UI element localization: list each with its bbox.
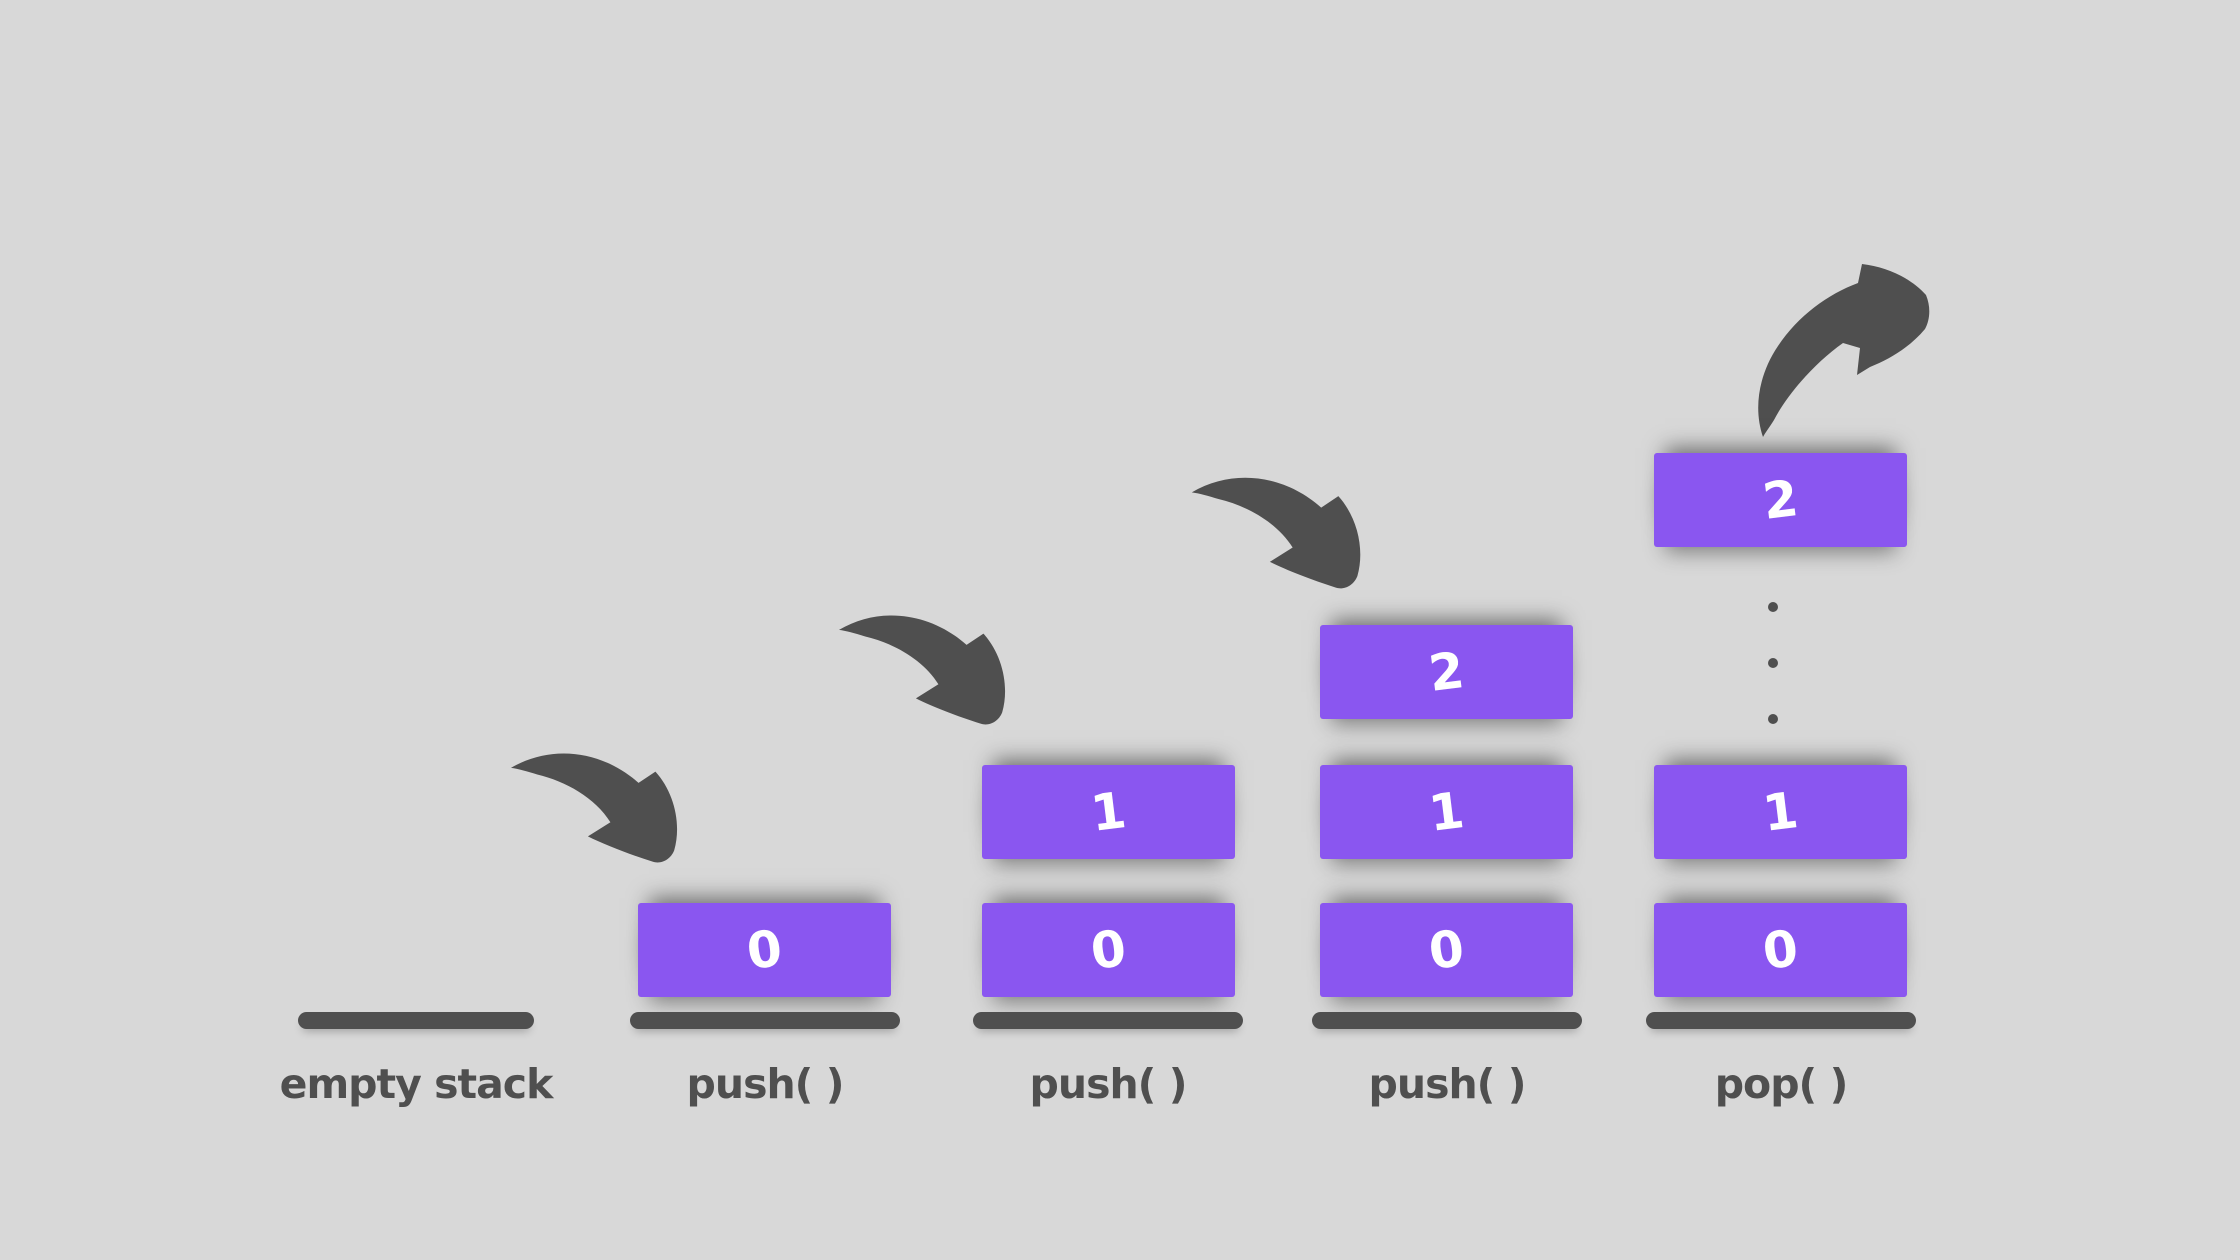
push-arrow-icon [1176, 460, 1376, 598]
stack-box-value: 0 [1087, 919, 1130, 981]
dot [1768, 602, 1778, 612]
stack-box-value: 1 [1425, 781, 1468, 843]
stack-box-value: 0 [1759, 919, 1802, 981]
stack-box-value: 0 [1425, 919, 1468, 981]
stack-box-value: 1 [1087, 781, 1130, 843]
stack-box-value: 2 [1759, 469, 1802, 531]
stack-box: 0 [1654, 903, 1907, 997]
column-label: push( ) [1029, 1060, 1188, 1108]
stack-base-line [630, 1012, 900, 1029]
column-label: push( ) [686, 1060, 845, 1108]
push-arrow-icon [824, 598, 1020, 734]
stack-box: 0 [638, 903, 891, 997]
stack-box: 1 [1654, 765, 1907, 859]
stack-box-value: 2 [1425, 641, 1468, 703]
stack-base-line [973, 1012, 1243, 1029]
stack-box: 1 [1320, 765, 1573, 859]
stack-box-value: 0 [743, 919, 786, 981]
stack-box: 0 [982, 903, 1235, 997]
column-label: empty stack [279, 1060, 554, 1108]
column-label: push( ) [1368, 1060, 1527, 1108]
dot [1768, 714, 1778, 724]
push-arrow-icon [496, 736, 692, 872]
stack-box-value: 1 [1759, 781, 1802, 843]
column-label: pop( ) [1714, 1060, 1849, 1108]
dot [1768, 658, 1778, 668]
popped-stack-box: 2 [1654, 453, 1907, 547]
stack-base-line [298, 1012, 534, 1029]
pop-arrow-icon [1740, 250, 1940, 450]
stack-box: 1 [982, 765, 1235, 859]
stack-box: 0 [1320, 903, 1573, 997]
stack-box: 2 [1320, 625, 1573, 719]
ellipsis-dots-icon [1768, 602, 1778, 724]
stack-base-line [1312, 1012, 1582, 1029]
stack-base-line [1646, 1012, 1916, 1029]
